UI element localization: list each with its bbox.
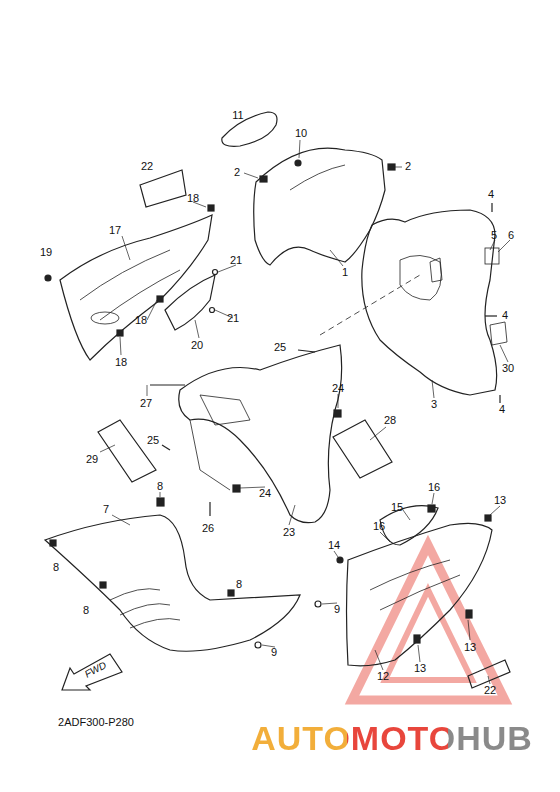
callout-number: 5 [491,230,497,241]
callout-number: 8 [83,605,89,616]
callout-number: 1 [342,267,348,278]
callout-number: 15 [391,502,403,513]
callout-number: 3 [431,399,437,410]
callout-number: 4 [499,404,505,415]
callout-number: 30 [502,363,514,374]
diagram-code: 2ADF300-P280 [58,717,134,728]
callout-number: 13 [464,642,476,653]
callout-number: 25 [274,342,286,353]
callout-number: 21 [230,255,242,266]
callout-number: 14 [328,540,340,551]
callout-number: 13 [494,495,506,506]
callout-number: 18 [115,357,127,368]
callout-number: 24 [259,488,271,499]
callout-number: 12 [377,671,389,682]
callout-number: 2 [234,167,240,178]
watermark: AUTOMOTOHUB [251,721,533,755]
callout-number: 16 [373,521,385,532]
callout-number: 13 [414,663,426,674]
callout-number: 21 [227,313,239,324]
callout-number: 28 [384,415,396,426]
callout-number: 7 [103,504,109,515]
callout-number: 4 [488,189,494,200]
callout-number: 9 [271,647,277,658]
callout-number: 2 [405,161,411,172]
callout-number: 23 [283,527,295,538]
callout-number: 11 [232,110,243,121]
callout-number: 17 [109,225,121,236]
callout-number: 6 [508,230,514,241]
callout-number: 8 [53,562,59,573]
callout-number: 4 [502,310,508,321]
callout-number: 26 [202,523,214,534]
callout-number: 8 [236,579,242,590]
callout-number: 22 [484,685,496,696]
callout-number: 19 [40,247,52,258]
callout-number: 24 [332,383,344,394]
callout-number: 20 [191,340,203,351]
forward-arrow: FWD [60,652,124,692]
callout-number: 22 [141,161,153,172]
callout-number: 18 [135,315,147,326]
callout-number: 29 [86,454,98,465]
callout-number: 16 [428,482,440,493]
callout-number: 25 [147,435,159,446]
callout-number: 18 [187,193,199,204]
callout-number: 8 [157,481,163,492]
callout-number: 27 [140,398,152,409]
callout-number: 10 [295,128,307,139]
callout-number: 9 [334,604,340,615]
